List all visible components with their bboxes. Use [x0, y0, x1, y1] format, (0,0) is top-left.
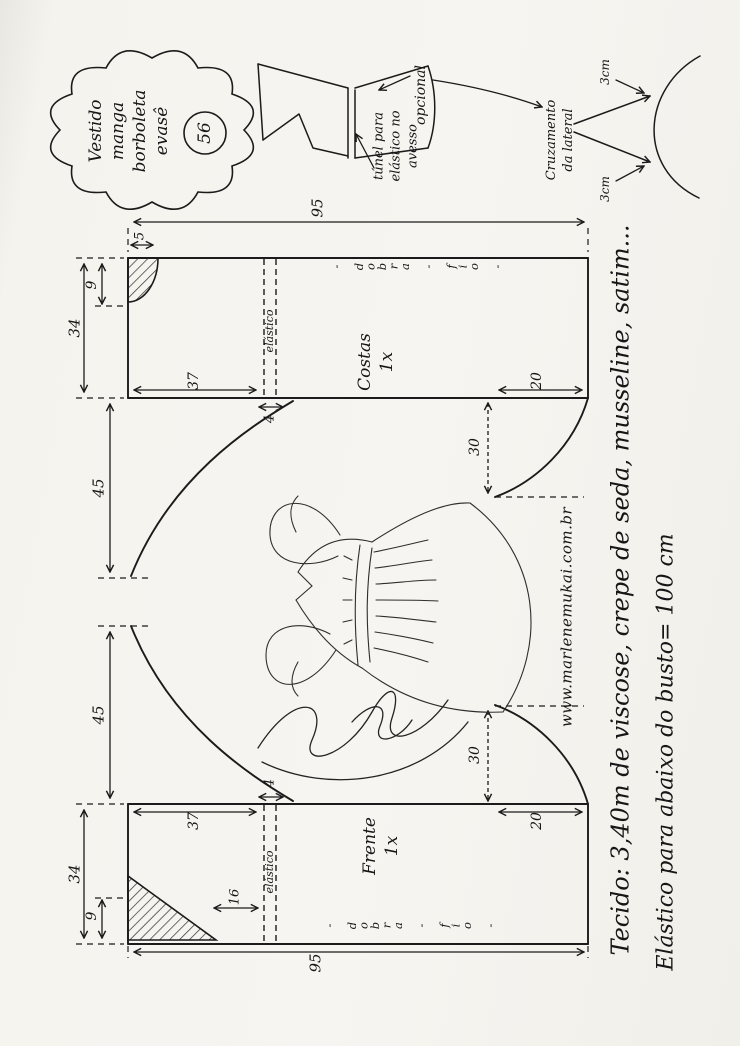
dim-back-neck-width: 5 [132, 231, 148, 241]
dress-sketch [265, 495, 532, 713]
title-line: manga [107, 101, 128, 161]
size-badge-circle [183, 111, 227, 155]
back-skirt-curve-left [130, 400, 294, 577]
back-fold-grain-label: - dobra - fio - [328, 259, 502, 274]
optional-arrow-left [379, 75, 411, 90]
elastic-channels [263, 259, 277, 943]
back-piece-quantity: 1x [377, 351, 397, 373]
optional-arrow-right [432, 79, 542, 107]
back-piece-label: Costas 1x [354, 333, 398, 391]
measure-3cm-top: 3cm [598, 59, 613, 85]
dim-back-skirt-length: 45 [89, 478, 108, 498]
front-piece-quantity: 1x [382, 835, 402, 857]
dim-back-neck-depth: 9 [83, 280, 100, 290]
dim-front-channel-width: 4 [262, 778, 278, 788]
signature-scribble [257, 690, 469, 781]
dim-back-side-width: 20 [528, 372, 545, 390]
tunnel-note: túnel para elástico no avesso [372, 110, 423, 181]
title-line: borboleta [130, 89, 150, 173]
extension-dashes [76, 228, 589, 958]
front-elastic-label: elástico [262, 850, 276, 894]
crossing-label: Cruzamento da lateral [544, 100, 578, 181]
back-piece-name: Costas [354, 333, 375, 391]
pattern-outlines [127, 257, 589, 945]
size-badge: 56 [194, 122, 215, 144]
dim-back-side-drop: 30 [466, 438, 483, 456]
title-cloud-text: Vestido manga borboleta evasê [85, 90, 173, 173]
dim-front-side-width: 20 [528, 812, 545, 830]
dim-bottom-width: 95 [306, 953, 325, 973]
elastic-note: Elástico para abaixo do busto= 100 cm [653, 533, 679, 971]
front-side-curve-right [494, 704, 589, 805]
dimension-arrows [84, 222, 584, 952]
back-side-curve-right [494, 397, 589, 498]
dim-front-neck-depth: 9 [83, 911, 100, 921]
front-corner-hatch [127, 874, 219, 941]
measure-3cm-bottom: 3cm [598, 176, 613, 202]
tunnel-note-line: avesso [405, 124, 421, 168]
front-skirt-curve-left [130, 625, 294, 802]
front-piece-label: Frente 1x [359, 817, 403, 875]
front-fold-grain-label: - dobra - fio - [321, 918, 495, 933]
title-line: evasê [152, 106, 173, 156]
dim-front-corner-width: 16 [227, 888, 243, 906]
fabric-note: Tecido: 3,40m de viscose, crepe de seda,… [606, 224, 635, 956]
arrow-3cm-top [615, 79, 644, 93]
tunnel-note-line: elástico no [388, 110, 404, 182]
arrow-3cm-bottom [615, 166, 644, 182]
dim-front-waist-half: 37 [185, 812, 202, 830]
annotation-arrows [356, 75, 644, 182]
watermark-url: www.marlenemukai.com.br [557, 506, 576, 728]
back-neckline-hatch [127, 257, 159, 303]
back-elastic-label: elástico [262, 309, 276, 353]
title-line: Vestido [85, 99, 106, 163]
front-piece-name: Frente [359, 817, 380, 875]
side-crossing-sketch [573, 55, 701, 199]
title-cloud-outline [49, 49, 255, 211]
tunnel-note-line: túnel para [371, 112, 387, 180]
dim-back-bodice-length: 34 [65, 318, 84, 338]
dim-back-channel-width: 4 [262, 414, 278, 424]
dim-front-bodice-length: 34 [65, 864, 84, 884]
crossing-label-line: Cruzamento [544, 99, 560, 181]
crossing-label-line: da lateral [561, 108, 576, 172]
dim-front-side-drop: 30 [466, 746, 483, 764]
dim-top-width: 95 [308, 198, 327, 218]
tunnel-arrow [356, 134, 375, 169]
dim-back-waist-half: 37 [185, 372, 202, 390]
dim-front-skirt-length: 45 [89, 705, 108, 725]
